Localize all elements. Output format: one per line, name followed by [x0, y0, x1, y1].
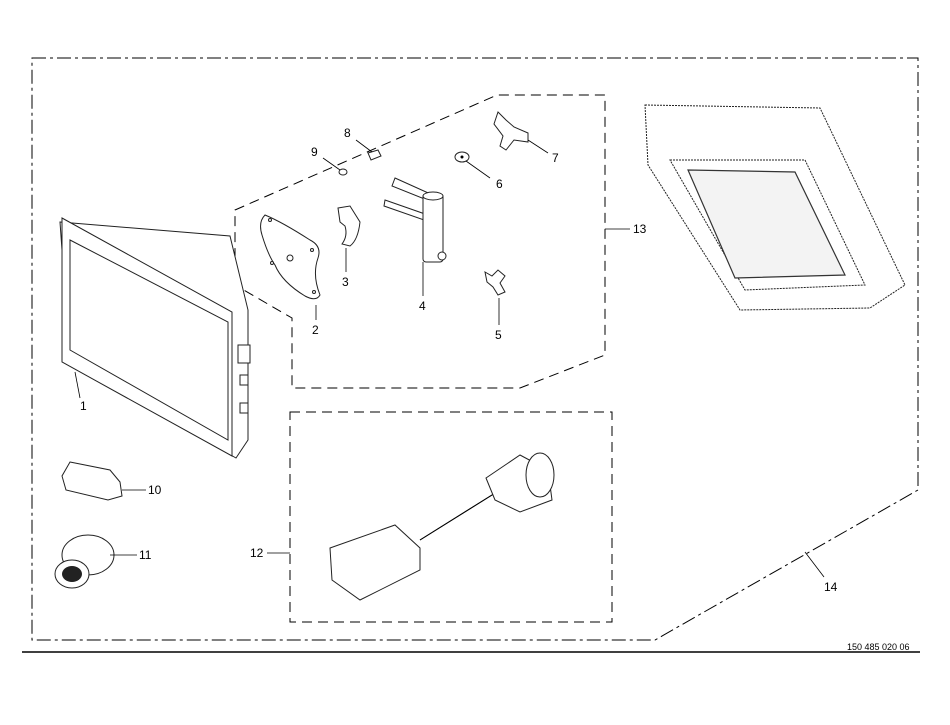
callout-3: 3: [342, 275, 349, 289]
part-9-washer: [338, 168, 348, 176]
part-7-star-knob: [493, 111, 529, 151]
callout-13: 13: [633, 222, 647, 236]
callout-7: 7: [552, 151, 559, 165]
part-1-display: [59, 217, 251, 459]
callout-4: 4: [419, 299, 426, 313]
kit-14-outline: [31, 57, 919, 641]
part-8-screw: [367, 149, 382, 161]
drawing-reference-number: 150 485 020 06: [847, 642, 910, 652]
callout-9: 9: [311, 145, 318, 159]
callout-8: 8: [344, 126, 351, 140]
part-12-cable-adapter: [329, 452, 555, 601]
part-10-cap: [61, 461, 123, 501]
kit-13-outline: [234, 94, 606, 389]
part-3-clamp: [337, 205, 361, 247]
leader-lines: [74, 139, 825, 578]
kit-12-outline: [289, 411, 613, 623]
part-6-washer: [454, 151, 470, 163]
callout-11: 11: [139, 548, 152, 562]
part-11-adapter: [54, 534, 115, 589]
callout-1: 1: [80, 399, 87, 413]
callout-2: 2: [312, 323, 319, 337]
part-5-wing-screw: [484, 269, 506, 296]
callout-5: 5: [495, 328, 502, 342]
callout-10: 10: [148, 483, 162, 497]
callout-6: 6: [496, 177, 503, 191]
part-2-vesa-plate: [260, 214, 321, 300]
part-14-frame: [644, 104, 906, 311]
callout-12: 12: [250, 546, 264, 560]
callout-14: 14: [824, 580, 838, 594]
part-4-pole-mount: [383, 177, 447, 263]
